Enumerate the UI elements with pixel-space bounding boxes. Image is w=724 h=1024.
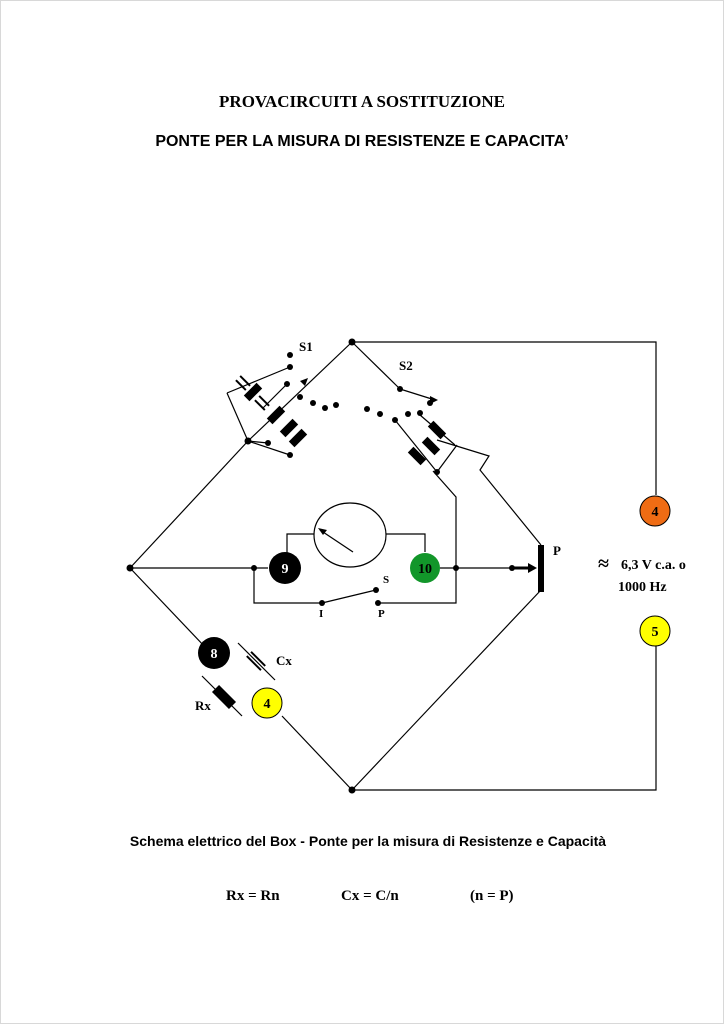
- selector-p-label: P: [378, 608, 385, 620]
- ac-source-symbol: ≈: [598, 553, 609, 575]
- formula-n: (n = P): [470, 888, 514, 904]
- terminal-4-yellow-label: 4: [264, 697, 271, 712]
- resistor-s1-a: [266, 405, 286, 425]
- terminal-9-black-circle: [269, 552, 301, 584]
- cx-label: Cx: [276, 653, 292, 668]
- resistor-s2-a: [427, 420, 447, 440]
- resistor-s1-c: [288, 428, 308, 448]
- terminal-8-black-label: 8: [211, 647, 218, 662]
- switch-s1-label: S1: [299, 339, 313, 354]
- pot-wiper-arrow-icon: [528, 563, 537, 573]
- junctions: [126, 338, 515, 794]
- terminal-4-orange-circle: [639, 495, 671, 527]
- terminal-9-black-label: 9: [282, 562, 289, 577]
- terminal-10-green: 10: [410, 553, 440, 583]
- components: [211, 375, 544, 710]
- s1-wiper-arrow-icon: [300, 378, 308, 386]
- selector-s-label: S: [383, 574, 389, 586]
- terminal-5-yellow: 5: [639, 615, 671, 647]
- resistor-s1-b: [279, 418, 299, 438]
- meter-needle-tip-icon: [318, 528, 327, 535]
- capacitor-s1-b: [254, 395, 270, 411]
- page-subtitle: PONTE PER LA MISURA DI RESISTENZE E CAPA…: [155, 133, 569, 150]
- resistor-s2-b: [421, 436, 441, 456]
- pot-p-label: P: [553, 543, 561, 558]
- terminal-4-yellow: 4: [251, 687, 283, 719]
- page-title: PROVACIRCUITI A SOSTITUZIONE: [219, 92, 505, 111]
- resistor-s2-c: [407, 446, 427, 466]
- terminal-8-black-circle: [198, 637, 230, 669]
- terminal-9-black: 9: [269, 552, 301, 584]
- wires: [129, 341, 657, 791]
- terminal-10-green-label: 10: [418, 562, 432, 577]
- selector-i-label: I: [319, 608, 323, 620]
- source-spec-line1: 6,3 V c.a. o: [621, 558, 686, 573]
- terminal-5-yellow-circle: [639, 615, 671, 647]
- capacitor-s1-a: [235, 375, 251, 391]
- switch-s2-label: S2: [399, 358, 413, 373]
- rx-label: Rx: [195, 698, 211, 713]
- meter-needle: [319, 529, 354, 553]
- potentiometer-p: [538, 545, 544, 592]
- formula-cx: Cx = C/n: [341, 888, 399, 904]
- terminal-5-yellow-label: 5: [652, 625, 659, 640]
- resistor-s1-d: [243, 382, 263, 402]
- terminal-10-green-circle: [410, 553, 440, 583]
- terminal-4-orange-label: 4: [652, 505, 659, 520]
- formula-rx: Rx = Rn: [226, 888, 280, 904]
- source-spec-line2: 1000 Hz: [618, 580, 667, 595]
- resistor-rx: [211, 684, 237, 710]
- meter-circle: [313, 502, 387, 568]
- diagram-caption: Schema elettrico del Box - Ponte per la …: [129, 833, 607, 849]
- terminal-4-yellow-circle: [251, 687, 283, 719]
- terminal-4-orange: 4: [639, 495, 671, 527]
- capacitor-cx: [246, 651, 266, 671]
- terminal-8-black: 8: [198, 637, 230, 669]
